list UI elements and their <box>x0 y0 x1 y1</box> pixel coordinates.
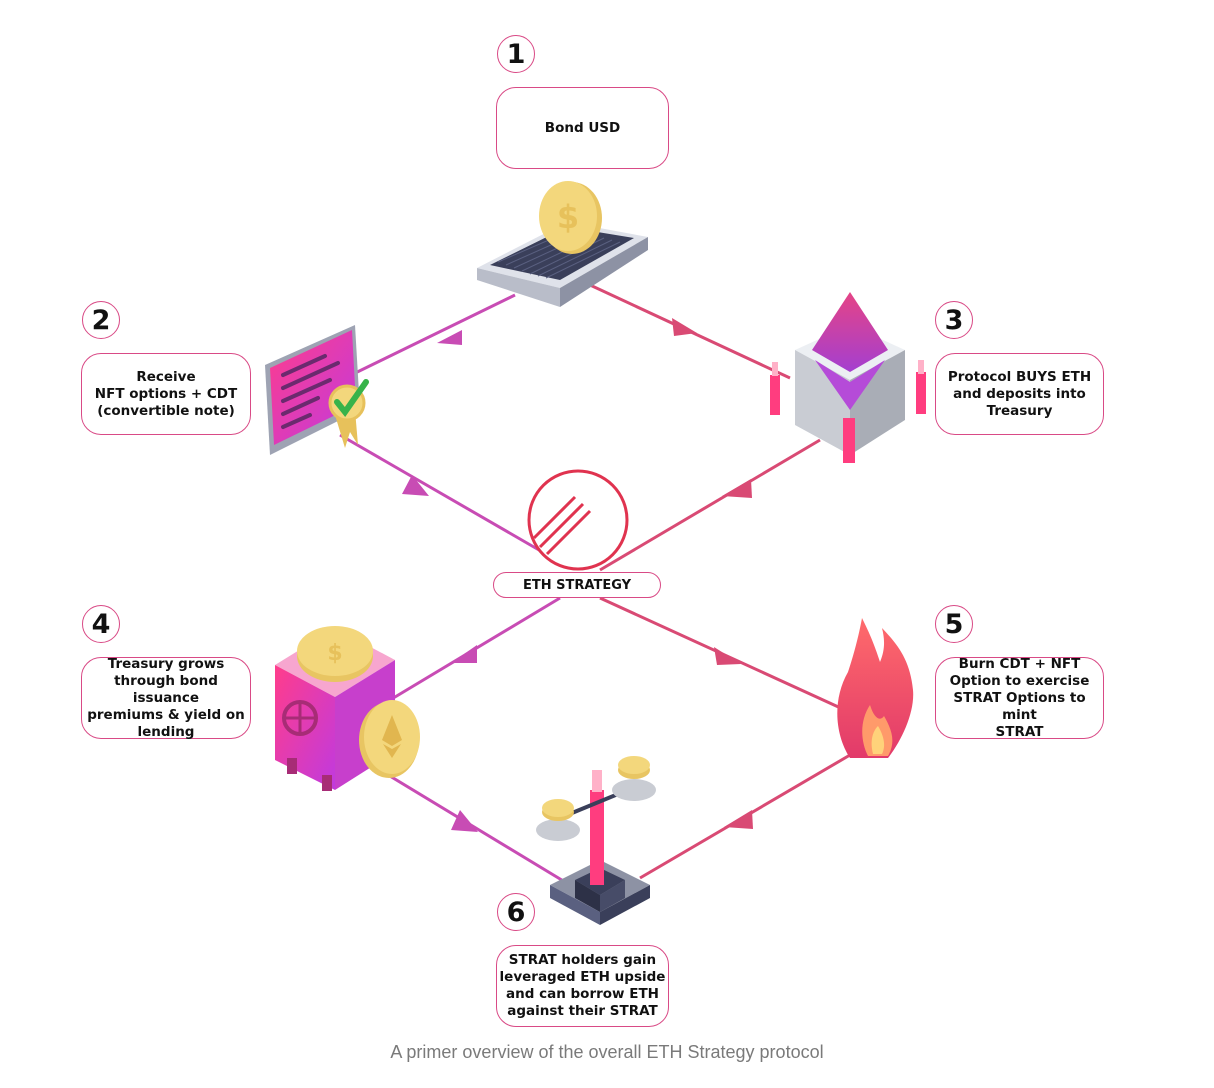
step-3-number: 3 <box>935 301 973 339</box>
step-6-box: STRAT holders gain leveraged ETH upside … <box>496 945 669 1027</box>
step-4-box: Treasury grows through bond issuance pre… <box>81 655 251 740</box>
step-2-text: Receive NFT options + CDT (convertible n… <box>94 368 238 419</box>
svg-text:$: $ <box>327 641 342 666</box>
step-6-number: 6 <box>497 893 535 931</box>
balance-scale-icon <box>536 756 656 925</box>
arrow-icon <box>451 810 478 832</box>
arrow-icon <box>402 475 429 496</box>
step-4-number: 4 <box>82 605 120 643</box>
step-1-box: Bond USD <box>496 87 669 169</box>
step-5-box: Burn CDT + NFT Option to exercise STRAT … <box>935 655 1104 740</box>
arrow-icon <box>437 330 462 345</box>
arrow-icon <box>724 810 753 829</box>
step-6-text: STRAT holders gain leveraged ETH upside … <box>499 952 666 1019</box>
arrow-icon <box>722 479 752 498</box>
step-1-number: 1 <box>497 35 535 73</box>
step-5-text: Burn CDT + NFT Option to exercise STRAT … <box>949 655 1090 740</box>
step-2-number: 2 <box>82 301 120 339</box>
eth-strategy-logo <box>527 469 629 571</box>
figure-caption: A primer overview of the overall ETH Str… <box>390 1042 824 1062</box>
step-1-text: Bond USD <box>544 119 621 136</box>
certificate-icon <box>265 325 369 455</box>
eth-strategy-label: ETH STRATEGY <box>493 572 661 598</box>
coin-terminal-icon: $ <box>477 181 648 307</box>
ethereum-vault-icon <box>770 292 926 463</box>
arrow-icon <box>672 318 697 336</box>
step-5-number: 5 <box>935 605 973 643</box>
arrow-heads <box>402 318 753 832</box>
arrow-icon <box>451 645 477 663</box>
svg-text:$: $ <box>557 198 579 236</box>
arrow-icon <box>714 647 741 665</box>
step-4-text: Treasury grows through bond issuance pre… <box>87 655 245 740</box>
fire-icon <box>837 618 914 758</box>
step-3-text: Protocol BUYS ETH and deposits into Trea… <box>947 368 1092 419</box>
safe-icon: $ <box>275 626 420 791</box>
step-3-box: Protocol BUYS ETH and deposits into Trea… <box>935 353 1104 435</box>
step-2-box: Receive NFT options + CDT (convertible n… <box>81 353 251 435</box>
